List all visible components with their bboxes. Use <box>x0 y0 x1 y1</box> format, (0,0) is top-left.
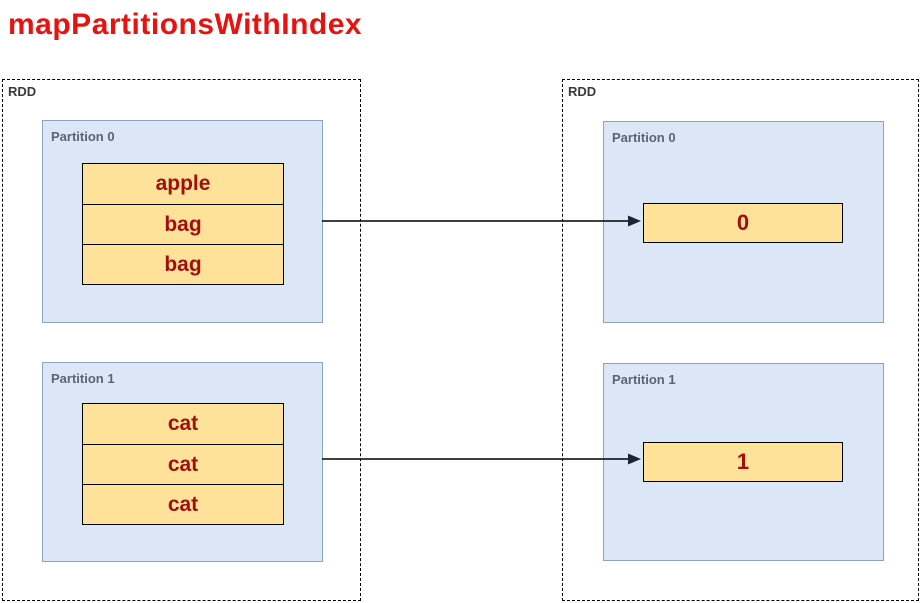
input-rdd-label: RDD <box>8 84 37 99</box>
output-partition-0-label: Partition 0 <box>612 130 676 145</box>
input-rdd-box: RDD Partition 0 apple bag bag Partition … <box>2 79 361 601</box>
input-partition-1: Partition 1 cat cat cat <box>42 362 323 562</box>
diagram-title: mapPartitionsWithIndex <box>8 8 363 41</box>
output-rdd-box: RDD Partition 0 0 Partition 1 1 <box>562 79 919 601</box>
output-partition-1-label: Partition 1 <box>612 372 676 387</box>
item-cell: bag <box>83 244 283 284</box>
item-cell: cat <box>167 412 199 435</box>
output-partition-0-value: 0 <box>643 203 843 243</box>
input-partition-1-items: cat cat cat <box>82 403 284 525</box>
item-cell: cat <box>83 484 283 524</box>
item-cell: apple <box>155 172 211 195</box>
input-partition-0-label: Partition 0 <box>51 129 115 144</box>
input-partition-0: Partition 0 apple bag bag <box>42 120 323 323</box>
input-partition-0-items: apple bag bag <box>82 163 284 285</box>
output-partition-1-value: 1 <box>643 442 843 482</box>
item-cell: bag <box>83 204 283 244</box>
output-partition-1: Partition 1 1 <box>603 363 884 561</box>
output-rdd-label: RDD <box>568 84 597 99</box>
item-cell: cat <box>83 444 283 484</box>
output-partition-0: Partition 0 0 <box>603 121 884 323</box>
input-partition-1-label: Partition 1 <box>51 371 115 386</box>
